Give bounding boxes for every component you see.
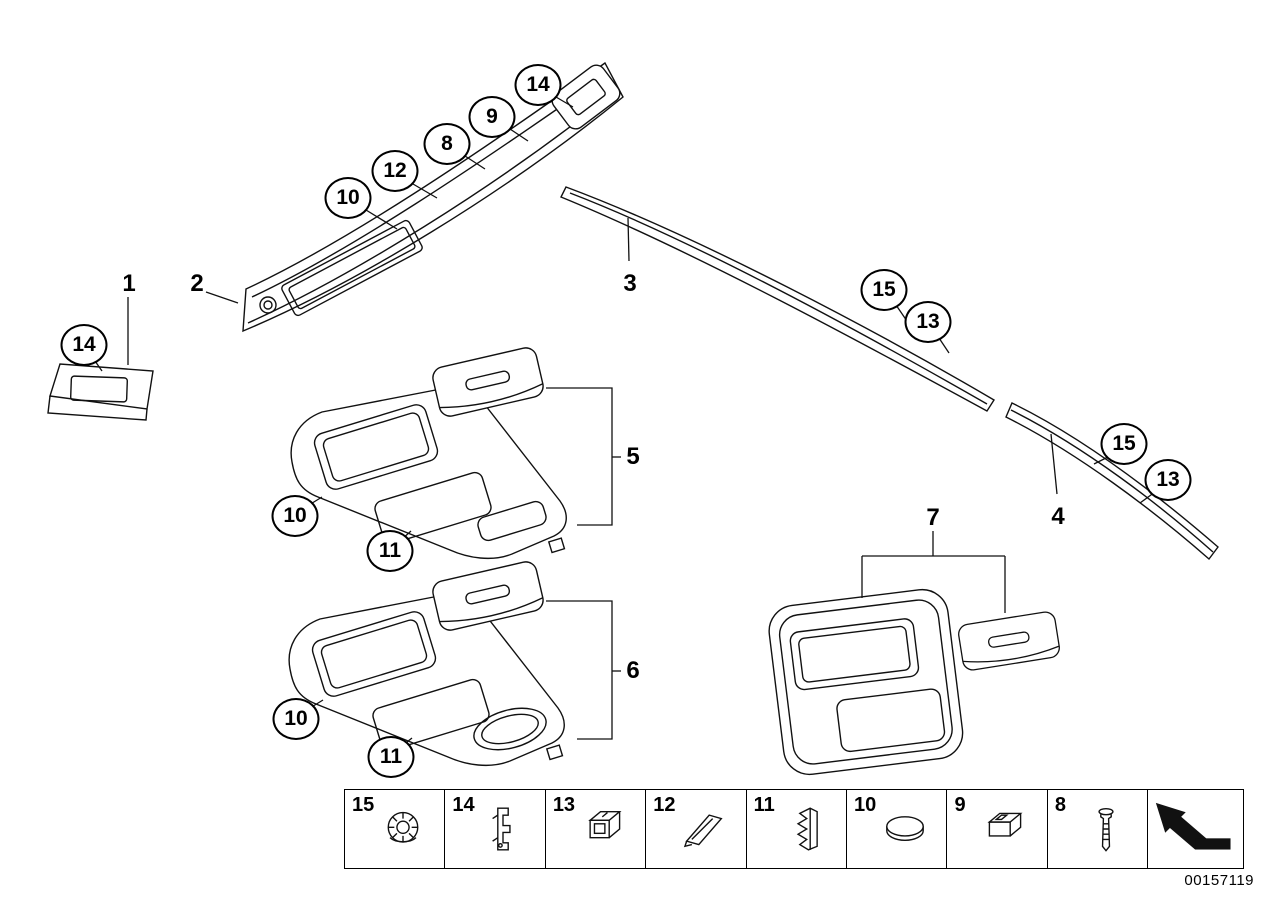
- legend-item-13[interactable]: 13: [544, 789, 647, 869]
- callout-badge-15[interactable]: 15: [1100, 423, 1148, 465]
- callout-badge-10[interactable]: 10: [324, 177, 372, 219]
- callout-badge-13[interactable]: 13: [1144, 459, 1192, 501]
- legend-item-10[interactable]: 10: [846, 789, 949, 869]
- part-6-center-console-trim: [288, 559, 565, 767]
- legend-item-number: 13: [552, 794, 576, 816]
- callout-badge-15[interactable]: 15: [860, 269, 908, 311]
- legend-item-number: 14: [452, 794, 475, 816]
- diagram-number: 00157119: [1184, 872, 1254, 889]
- legend-item-number: 15: [352, 794, 375, 816]
- retainer-clip-icon: [796, 807, 818, 851]
- bracket-clip-icon: [492, 807, 512, 851]
- fastener-legend: 15 14 13: [344, 789, 1245, 869]
- part-label-2[interactable]: 2: [190, 270, 204, 297]
- legend-item-14[interactable]: 14: [444, 789, 547, 869]
- legend-item-9[interactable]: 9: [946, 789, 1049, 869]
- legend-item-number: 9: [954, 794, 966, 816]
- callout-badge-10[interactable]: 10: [271, 495, 319, 537]
- part-3-door-trim-strip: [560, 186, 995, 412]
- callout-badge-14[interactable]: 14: [514, 64, 562, 106]
- callout-badge-11[interactable]: 11: [366, 530, 414, 572]
- legend-item-number: 8: [1054, 794, 1066, 816]
- legend-item-number: 12: [653, 794, 676, 816]
- cage-nut-icon: [987, 812, 1023, 837]
- oval-plug-icon: [886, 816, 924, 841]
- grommet-icon: [387, 811, 419, 843]
- arrow-up-left-icon: [1155, 802, 1231, 850]
- callout-badge-11[interactable]: 11: [367, 736, 415, 778]
- callout-badge-10[interactable]: 10: [272, 698, 320, 740]
- legend-item-8[interactable]: 8: [1046, 789, 1149, 869]
- expansion-rivet-icon: [1098, 807, 1114, 852]
- legend-item-15[interactable]: 15: [344, 789, 446, 869]
- part-label-7[interactable]: 7: [926, 504, 940, 531]
- callout-badge-13[interactable]: 13: [904, 301, 952, 343]
- legend-item-12[interactable]: 12: [645, 789, 748, 869]
- legend-item-11[interactable]: 11: [745, 789, 848, 869]
- part-4-rear-trim-strip: [1005, 402, 1219, 561]
- part-7-rear-console-trim: [768, 588, 1062, 776]
- legend-item-page-reference[interactable]: [1147, 789, 1245, 869]
- part-label-1[interactable]: 1: [122, 270, 136, 297]
- part-5-center-console-trim: [290, 345, 567, 560]
- spring-clip-icon: [684, 814, 723, 848]
- part-label-4[interactable]: 4: [1051, 503, 1065, 530]
- part-label-5[interactable]: 5: [626, 443, 640, 470]
- part-2-dashboard-trim: [242, 61, 624, 333]
- part-label-3[interactable]: 3: [623, 270, 637, 297]
- callout-badge-8[interactable]: 8: [423, 123, 471, 165]
- callout-badge-9[interactable]: 9: [468, 96, 516, 138]
- part-label-6[interactable]: 6: [626, 657, 640, 684]
- socket-clip-icon: [588, 810, 622, 839]
- legend-item-number: 11: [753, 794, 775, 816]
- part-1-door-trim: [47, 363, 154, 421]
- callout-badge-14[interactable]: 14: [60, 324, 108, 366]
- legend-item-number: 10: [854, 794, 877, 816]
- callout-badge-12[interactable]: 12: [371, 150, 419, 192]
